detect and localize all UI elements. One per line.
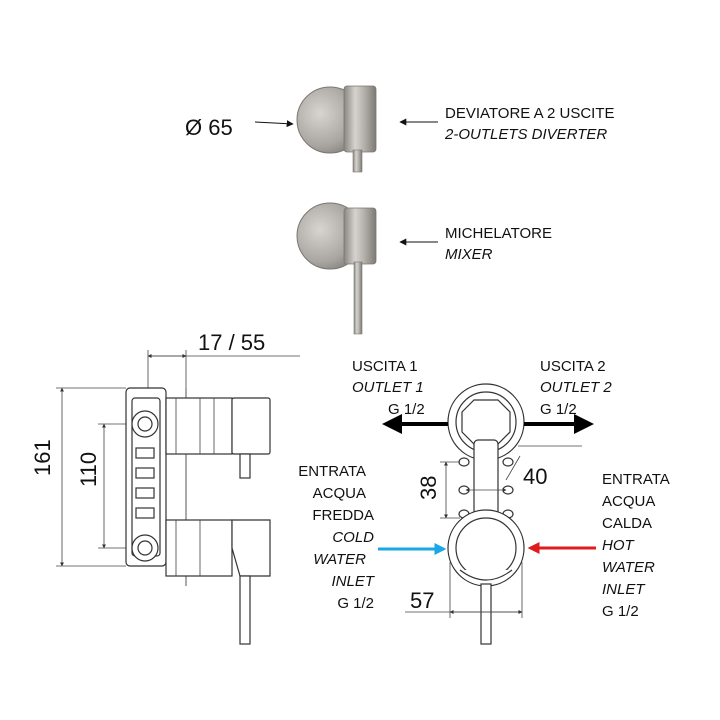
mixer-label-en: MIXER bbox=[445, 246, 493, 263]
diverter-label-en: 2-OUTLETS DIVERTER bbox=[444, 126, 607, 143]
cold-label-en-1: COLD bbox=[332, 529, 374, 546]
hot-label-en-2: WATER bbox=[602, 559, 655, 576]
side-view-drawing: 17 / 55 161 110 bbox=[30, 330, 300, 645]
hot-label-3: CALDA bbox=[602, 515, 652, 532]
cold-label-2: ACQUA bbox=[313, 485, 366, 502]
cold-label-en-2: WATER bbox=[313, 551, 366, 568]
hot-label-en-3: INLET bbox=[602, 581, 646, 598]
diverter-product-image bbox=[296, 85, 377, 173]
cold-label-3: FREDDA bbox=[312, 507, 374, 524]
mixer-product-image bbox=[296, 202, 377, 335]
diameter-label: Ø 65 bbox=[185, 115, 233, 140]
front-view-drawing: 38 40 57 bbox=[378, 383, 596, 645]
dim-38-label: 38 bbox=[416, 476, 441, 500]
cold-size: G 1/2 bbox=[337, 595, 374, 612]
outlet1-label-it: USCITA 1 bbox=[352, 358, 418, 375]
cold-label-1: ENTRATA bbox=[298, 463, 366, 480]
dim-40-label: 40 bbox=[523, 464, 547, 489]
hot-label-en-1: HOT bbox=[602, 537, 636, 554]
hot-label-1: ENTRATA bbox=[602, 471, 670, 488]
hot-label-2: ACQUA bbox=[602, 493, 655, 510]
dim-top-label: 17 / 55 bbox=[198, 330, 265, 355]
diverter-label-it: DEVIATORE A 2 USCITE bbox=[445, 105, 615, 122]
dim-height-label: 161 bbox=[30, 439, 55, 476]
hot-size: G 1/2 bbox=[602, 603, 639, 620]
mixer-label-it: MICHELATORE bbox=[445, 225, 552, 242]
outlet2-label-en: OUTLET 2 bbox=[540, 379, 612, 396]
outlet1-size: G 1/2 bbox=[388, 401, 425, 418]
outlet2-label-it: USCITA 2 bbox=[540, 358, 606, 375]
cold-label-en-3: INLET bbox=[331, 573, 375, 590]
outlet1-label-en: OUTLET 1 bbox=[352, 379, 424, 396]
dim-57-label: 57 bbox=[410, 588, 434, 613]
diameter-arrow bbox=[254, 120, 294, 128]
dim-inner-label: 110 bbox=[76, 452, 101, 487]
outlet2-size: G 1/2 bbox=[540, 401, 577, 418]
